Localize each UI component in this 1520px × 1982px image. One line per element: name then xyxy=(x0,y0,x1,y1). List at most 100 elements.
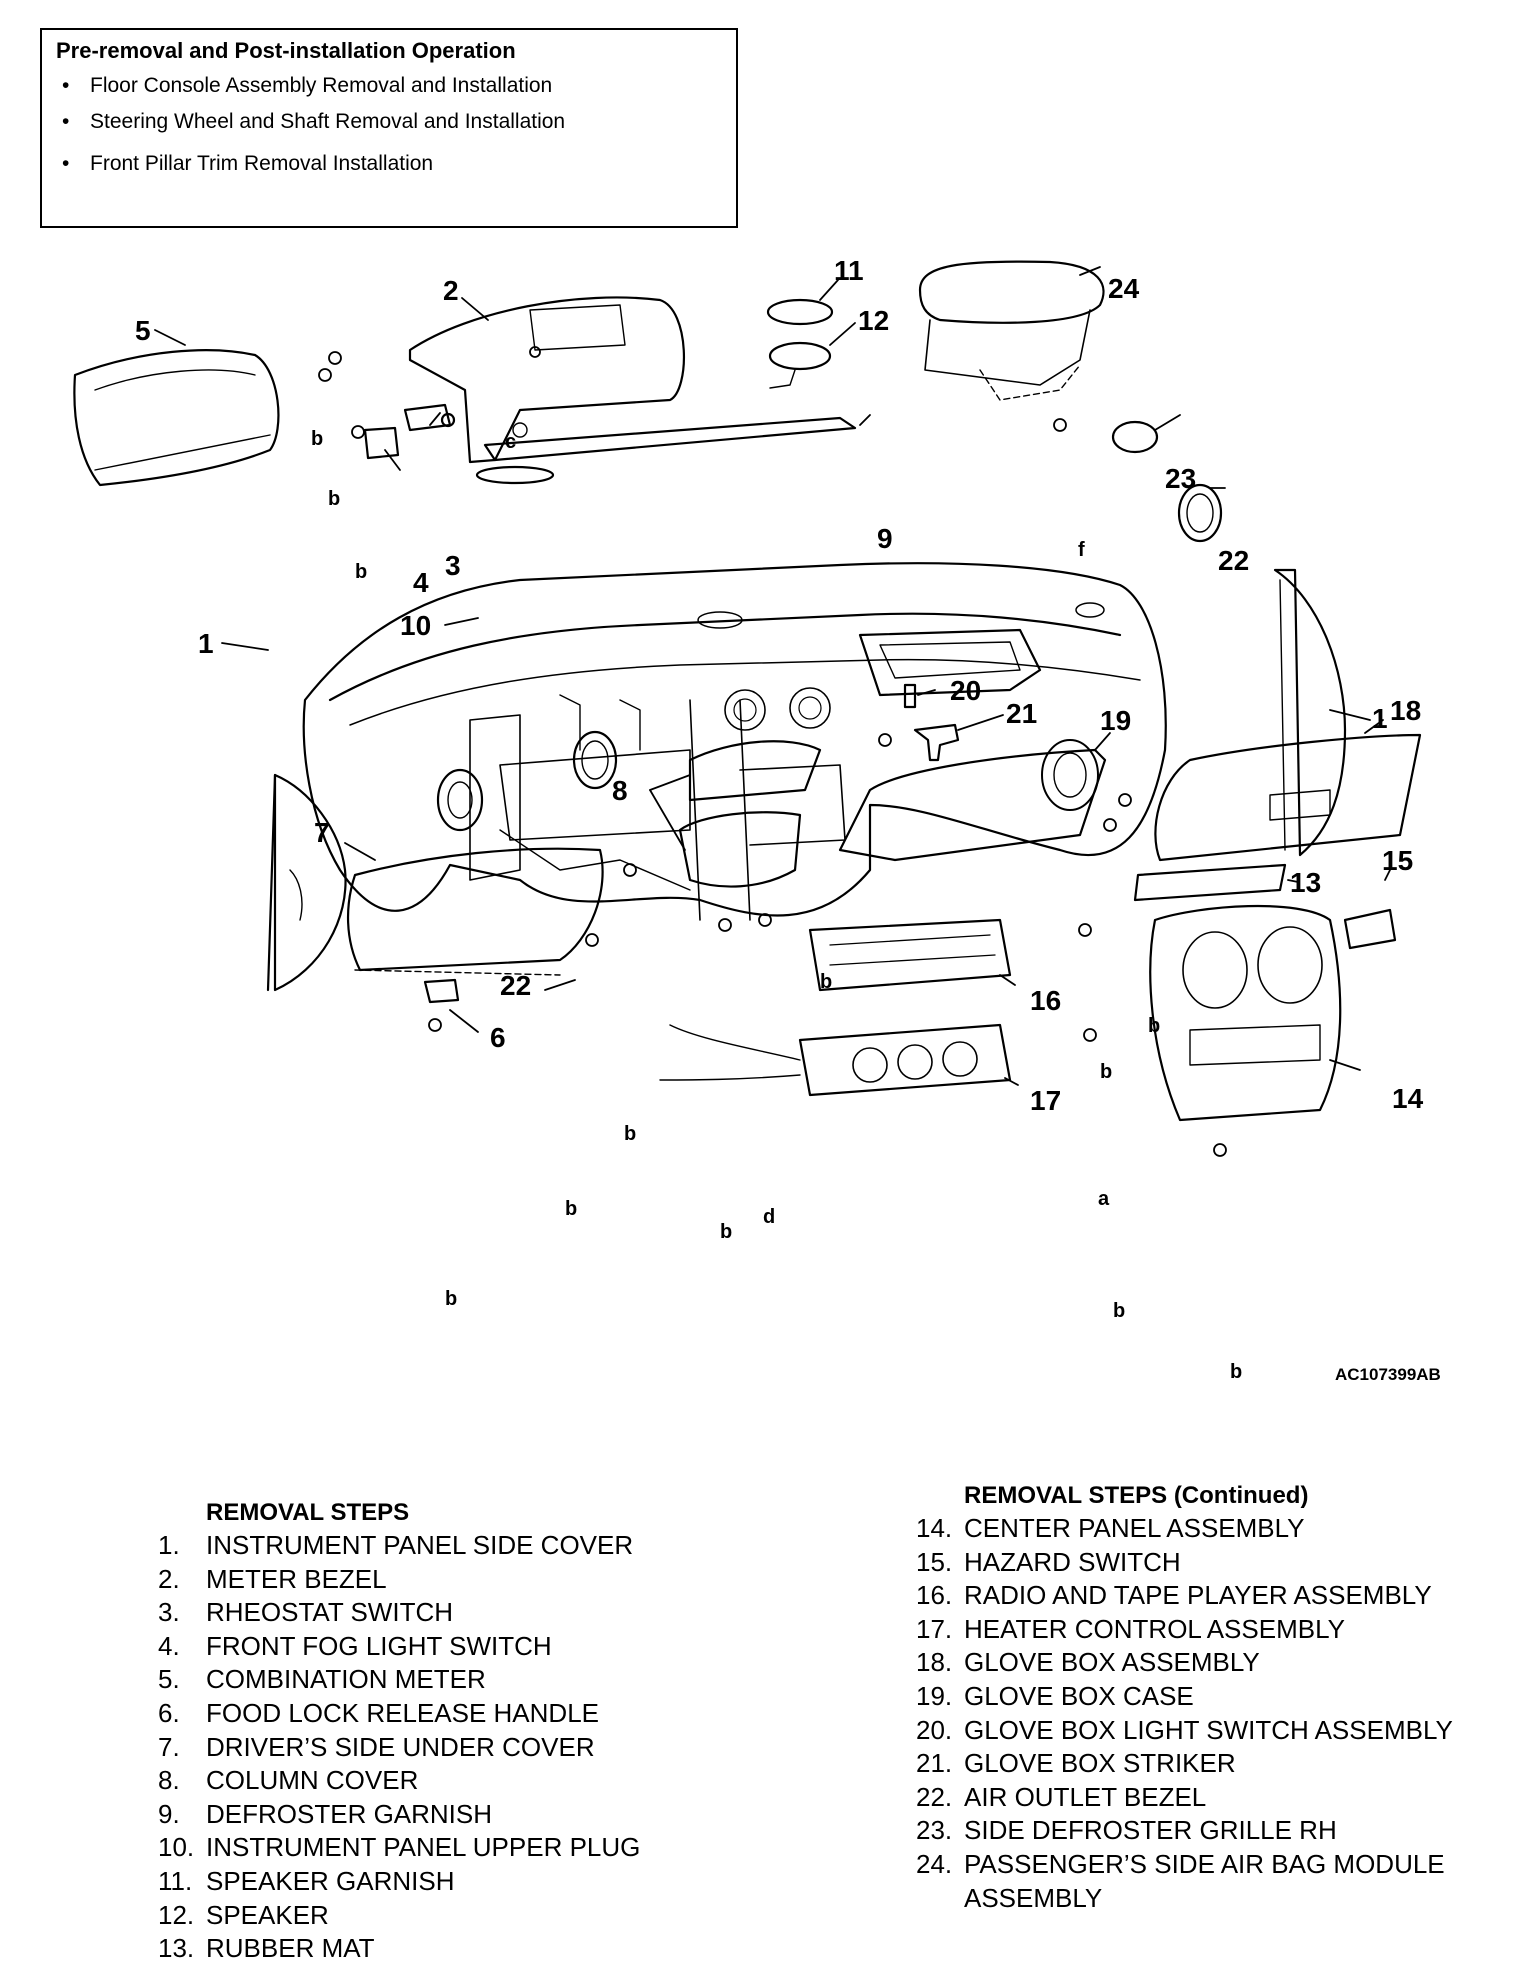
part-glove-box-light-switch xyxy=(903,683,917,709)
removal-step: 14.CENTER PANEL ASSEMBLY xyxy=(916,1512,1506,1546)
callout-1-right: 1 xyxy=(1372,703,1388,734)
callout-3: 3 xyxy=(445,550,461,581)
part-heater-control xyxy=(659,1023,1012,1097)
part-upper-plug xyxy=(475,465,555,485)
fastener-letter-b: b xyxy=(1148,1015,1160,1037)
callout-24: 24 xyxy=(1108,273,1140,304)
pre-removal-title: Pre-removal and Post-installation Operat… xyxy=(56,38,516,63)
part-glove-box-case xyxy=(838,748,1107,862)
step-number: 4. xyxy=(158,1630,180,1661)
part-meter-bezel xyxy=(408,296,685,464)
instrument-panel-body xyxy=(302,562,1167,921)
step-text: SIDE DEFROSTER GRILLE RH xyxy=(964,1815,1337,1846)
part-rubber-mat xyxy=(1133,863,1287,902)
fastener-screws xyxy=(318,346,1227,1157)
callout-1-left: 1 xyxy=(198,628,214,659)
part-air-outlet-bezel-right xyxy=(1177,483,1223,543)
part-defroster-garnish xyxy=(483,416,857,462)
callout-22-right: 22 xyxy=(1218,545,1249,576)
part-driver-under-cover xyxy=(346,847,604,972)
removal-step: 17.HEATER CONTROL ASSEMBLY xyxy=(916,1613,1506,1647)
fastener-letter-b: b xyxy=(355,561,367,583)
removal-step: 18.GLOVE BOX ASSEMBLY xyxy=(916,1646,1506,1680)
callout-21: 21 xyxy=(1006,698,1037,729)
callout-9: 9 xyxy=(877,523,893,554)
removal-step: 9.DEFROSTER GARNISH xyxy=(158,1798,718,1832)
part-radio-tape-player xyxy=(808,918,1012,992)
step-text: GLOVE BOX CASE xyxy=(964,1680,1194,1711)
fastener-letter-b: b xyxy=(624,1123,636,1145)
step-number: 23. xyxy=(916,1815,953,1846)
step-text: FOOD LOCK RELEASE HANDLE xyxy=(206,1697,599,1728)
part-speaker-garnish xyxy=(766,298,834,326)
step-text: COMBINATION METER xyxy=(206,1664,486,1695)
removal-step: 23. SIDE DEFROSTER GRILLE RH xyxy=(916,1814,1506,1848)
removal-step: 13.RUBBER MAT xyxy=(158,1932,718,1966)
removal-step: 22.AIR OUTLET BEZEL xyxy=(916,1781,1506,1815)
step-text: GLOVE BOX ASSEMBLY xyxy=(964,1647,1260,1678)
step-number: 1. xyxy=(158,1530,180,1560)
fastener-letter-d: d xyxy=(763,1206,775,1228)
step-text: RHEOSTAT SWITCH xyxy=(206,1597,453,1628)
step-text: CENTER PANEL ASSEMBLY xyxy=(964,1513,1305,1543)
removal-step: 21.GLOVE BOX STRIKER xyxy=(916,1747,1506,1781)
fastener-letter-b: b xyxy=(1113,1300,1125,1322)
part-combination-meter xyxy=(73,349,280,487)
step-number: 8. xyxy=(158,1765,180,1796)
removal-step: 24.PASSENGER’S SIDE AIR BAG MODULE ASSEM… xyxy=(916,1848,1506,1915)
callout-22-left: 22 xyxy=(500,970,531,1001)
part-center-panel xyxy=(1149,904,1342,1122)
pre-removal-box: Pre-removal and Post-installation Operat… xyxy=(40,28,738,228)
part-speaker xyxy=(768,341,832,371)
removal-step: 6. FOOD LOCK RELEASE HANDLE xyxy=(158,1697,718,1731)
step-text: GLOVE BOX STRIKER xyxy=(964,1748,1236,1779)
part-air-outlet-bezel-left xyxy=(572,730,618,790)
leader-lines xyxy=(154,266,1391,1086)
removal-steps-right: REMOVAL STEPS (Continued) 14.CENTER PANE… xyxy=(916,1479,1506,1915)
part-side-cover-left xyxy=(266,773,347,992)
step-number: 24. xyxy=(916,1848,953,1879)
callout-13: 13 xyxy=(1290,867,1321,898)
part-side-defroster-grille xyxy=(1111,420,1159,454)
step-number: 2. xyxy=(158,1563,180,1594)
callout-2: 2 xyxy=(443,275,459,306)
step-text: METER BEZEL xyxy=(206,1563,387,1594)
step-text: GLOVE BOX LIGHT SWITCH ASSEMBLY xyxy=(964,1714,1453,1745)
fastener-letter-f: f xyxy=(1078,539,1085,561)
fastener-letter-labels: b b b c f b b b b b b d a b b b xyxy=(311,428,1242,1383)
fastener-letter-b: b xyxy=(311,428,323,450)
removal-step: 11.SPEAKER GARNISH xyxy=(158,1865,718,1899)
removal-step: 2. METER BEZEL xyxy=(158,1563,718,1597)
step-number: 6. xyxy=(158,1697,180,1728)
removal-steps-list: 14.CENTER PANEL ASSEMBLY 15.HAZARD SWITC… xyxy=(916,1512,1506,1915)
part-glove-box-assembly xyxy=(1154,733,1422,862)
fastener-letter-b: b xyxy=(328,488,340,510)
removal-step: 3. RHEOSTAT SWITCH xyxy=(158,1596,718,1630)
callout-10: 10 xyxy=(400,610,431,641)
part-rheostat-switch xyxy=(403,403,456,432)
step-text: SPEAKER xyxy=(206,1899,329,1930)
step-number: 15. xyxy=(916,1546,953,1577)
fastener-letter-b: b xyxy=(720,1221,732,1243)
figure-code: AC107399AB xyxy=(1335,1365,1441,1384)
callout-19: 19 xyxy=(1100,705,1131,736)
callout-14: 14 xyxy=(1392,1083,1424,1114)
fastener-letter-c: c xyxy=(505,431,516,453)
callout-6: 6 xyxy=(490,1022,506,1053)
pre-removal-item: Floor Console Assembly Removal and Insta… xyxy=(56,68,722,104)
fastener-letter-b: b xyxy=(820,971,832,993)
callout-17: 17 xyxy=(1030,1085,1061,1116)
removal-steps-continued-heading: REMOVAL STEPS (Continued) xyxy=(964,1482,1309,1509)
fastener-letter-b: b xyxy=(1230,1361,1242,1383)
callout-12: 12 xyxy=(858,305,889,336)
removal-step: 19.GLOVE BOX CASE xyxy=(916,1680,1506,1714)
callout-16: 16 xyxy=(1030,985,1061,1016)
callout-15: 15 xyxy=(1382,845,1413,876)
callout-8: 8 xyxy=(612,775,628,806)
part-column-cover xyxy=(678,740,822,888)
removal-step: 5.COMBINATION METER xyxy=(158,1663,718,1697)
removal-step: 8.COLUMN COVER xyxy=(158,1764,718,1798)
step-number: 11. xyxy=(158,1865,193,1896)
step-number: 3. xyxy=(158,1597,180,1628)
removal-step: 7.DRIVER’S SIDE UNDER COVER xyxy=(158,1731,718,1765)
